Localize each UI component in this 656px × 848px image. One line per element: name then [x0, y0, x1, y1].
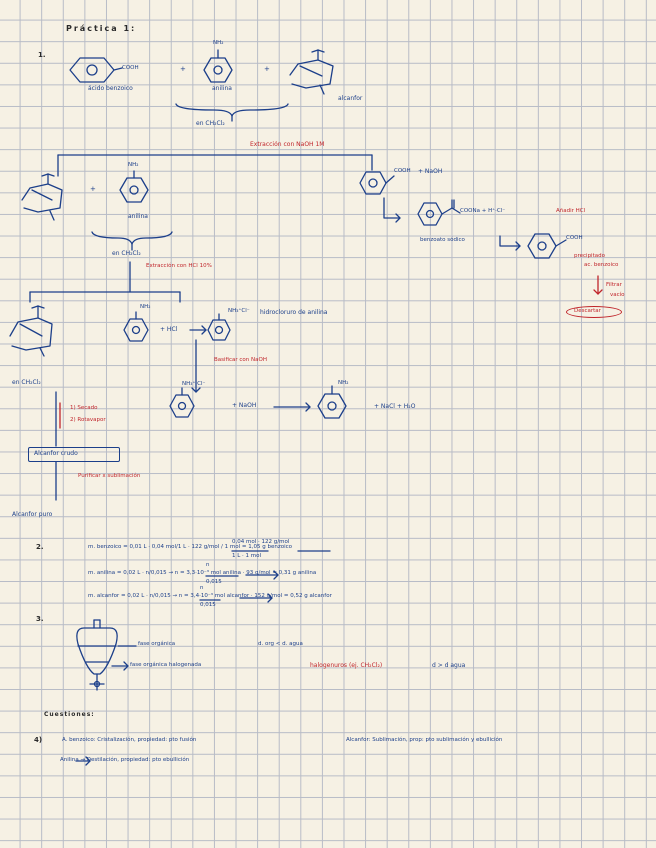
answer-aniline: Anilina → Destilación, propiedad: pto eb…	[60, 757, 190, 763]
halogenated-label: halogenuros (ej. CH₂Cl₂)	[310, 662, 383, 669]
benzene-ring-benzoic-acid	[69, 57, 115, 83]
benzene-ring-anilinium	[207, 319, 231, 341]
discard-label: Descartar	[574, 308, 601, 314]
acid-group-label: COOH	[122, 65, 139, 71]
benzoic-group-label: COOH	[566, 235, 583, 241]
discard-oval	[566, 306, 622, 318]
solvent-label: en CH₂Cl₂	[12, 379, 41, 386]
aniline-label: anilina	[128, 213, 148, 220]
benzoic-acid-label: ac. benzoico	[584, 262, 619, 268]
density-note-2: d > d agua	[432, 662, 466, 669]
acid-group-label: COOH	[394, 168, 411, 174]
aromatic-circle	[129, 185, 139, 195]
calc-benzoic: m. benzoico = 0,01 L · 0,04 mol/1 L · 12…	[88, 544, 293, 550]
precipitate-label: precipitado	[574, 253, 605, 259]
calc-benzoic-numerator: 0,04 mol · 122 g/mol	[232, 539, 290, 545]
plus-sign: +	[90, 185, 96, 193]
page-title: Práctica 1:	[66, 24, 137, 33]
benzene-ring-aniline-4	[317, 393, 347, 419]
drying-step: 1) Secado	[70, 405, 98, 411]
benzene-ring-anilinium-2	[169, 394, 195, 418]
calc-camphor-denominator: 0,015	[200, 602, 216, 608]
separatory-funnel	[76, 619, 118, 691]
brace-section2	[91, 231, 173, 245]
aromatic-circle	[214, 325, 224, 335]
extraction-label: Extracción con HCl 10%	[146, 263, 212, 269]
pure-camphor-label: Alcanfor puro	[12, 511, 53, 518]
question-number-2: 2.	[36, 543, 44, 551]
calc-benzoic-denominator: 1 L · 1 mol	[232, 553, 262, 559]
question-number-4: 4)	[34, 736, 43, 744]
add-hcl-label: Añadir HCl	[556, 208, 586, 214]
benzene-ring-benzoate-2	[417, 202, 443, 226]
vacuum-label: vacío	[610, 292, 625, 298]
aromatic-circle	[177, 401, 187, 411]
benzene-ring-benzoic-acid-2	[527, 233, 557, 259]
crude-camphor-box	[28, 447, 120, 462]
question-number-3: 3.	[36, 615, 44, 623]
product-label: COONa + H⁺·Cl⁻	[460, 208, 506, 214]
upper-phase-label: fase orgánica	[138, 641, 176, 647]
purify-label: Purificar x sublimación	[78, 473, 141, 479]
aromatic-circle	[86, 64, 98, 76]
byproducts-label: + NaCl + H₂O	[374, 403, 416, 410]
plus-naoh-label: + NaOH	[232, 402, 257, 409]
benzene-ring-aniline-2	[119, 177, 149, 203]
calc-camphor-numerator: n	[200, 585, 204, 591]
calc-aniline-denominator: 0,015	[206, 579, 222, 585]
aromatic-circle	[425, 209, 435, 219]
aniline-group-label: NH₂	[128, 162, 139, 168]
aromatic-circle	[131, 325, 141, 335]
camphor-label: alcanfor	[338, 95, 363, 102]
answer-benzoic: A. benzoico: Cristalización, propiedad: …	[62, 737, 197, 743]
camphor-structure-2	[21, 173, 63, 221]
filter-label: Filtrar	[606, 282, 622, 288]
anilinium-salt-group: NH₃⁺ Cl⁻	[182, 381, 206, 387]
aniline-group-label: NH₂	[213, 40, 224, 46]
anilinium-salt-group: NH₃⁺Cl⁻	[228, 308, 250, 314]
camphor-structure-3	[9, 305, 53, 357]
crude-camphor-label: Alcanfor crudo	[34, 450, 78, 457]
cuestiones-heading: Cuestiones:	[44, 711, 95, 718]
aromatic-circle	[213, 65, 223, 75]
calc-aniline: m. anilina = 0,02 L · n/0,015 → n = 3,3·…	[88, 570, 317, 576]
camphor-structure	[289, 49, 334, 95]
aniline-group-label: NH₂	[140, 304, 151, 310]
question-number-1: 1.	[38, 51, 46, 59]
plus-sign: +	[180, 65, 186, 73]
calc-aniline-numerator: n	[206, 562, 210, 568]
aniline-label: anilina	[212, 85, 232, 92]
benzene-ring-aniline-3	[123, 318, 149, 342]
aniline-group-label: NH₂	[338, 380, 349, 386]
lower-phase-label: fase orgánica halogenada	[130, 662, 202, 668]
aromatic-circle	[327, 401, 337, 411]
anilinium-salt-label: hidrocloruro de anilina	[260, 309, 328, 316]
plus-hcl-label: + HCl	[160, 326, 178, 333]
aromatic-circle	[537, 241, 547, 251]
brace-section1	[175, 103, 289, 117]
plus-sign: +	[264, 65, 270, 73]
plus-naoh-label: + NaOH	[418, 168, 443, 175]
solvent-label: en CH₂Cl₂	[112, 250, 141, 257]
calc-camphor: m. alcanfor = 0,02 L · n/0,015 → n = 3,4…	[88, 593, 332, 599]
answer-camphor: Alcanfor: Sublimación, prop: pto sublima…	[346, 737, 503, 743]
benzoic-acid-label: ácido benzoico	[88, 85, 133, 92]
rotavapor-step: 2) Rotavapor	[70, 417, 106, 423]
aromatic-circle	[368, 178, 378, 188]
benzene-ring-aniline	[203, 57, 233, 83]
solvent-label: en CH₂Cl₂	[196, 120, 225, 127]
benzoate-label: benzoato sódico	[420, 237, 465, 243]
extraction-label: Extracción con NaOH 1M	[250, 141, 325, 148]
benzene-ring-benzoate	[359, 171, 387, 195]
density-note: d. org < d. agua	[258, 641, 303, 647]
basify-label: Basificar con NaOH	[214, 357, 267, 363]
